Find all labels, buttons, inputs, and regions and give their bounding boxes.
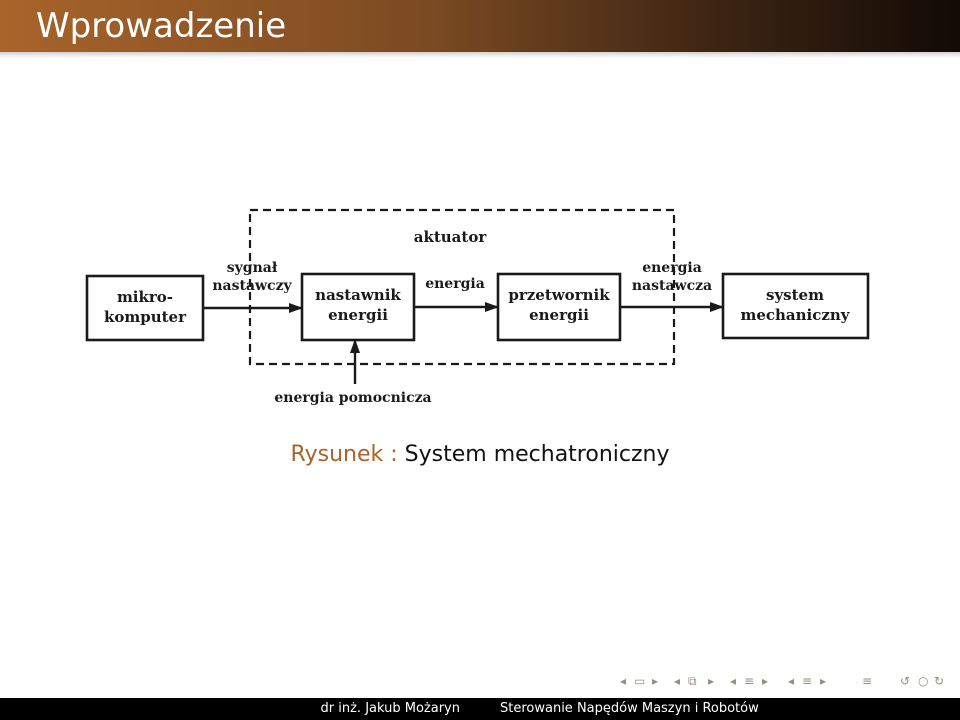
title-bar-shadow bbox=[0, 52, 960, 58]
system-box bbox=[721, 272, 870, 340]
nav-subsection-icon[interactable]: ≡ bbox=[744, 674, 755, 688]
caption-label: Rysunek : bbox=[290, 442, 398, 467]
caption-text: System mechatroniczny bbox=[404, 442, 670, 467]
beamer-navigation: ◂ ▭ ▸ ◂ ⧉ ▸ ◂ ≡ ▸ ◂ ≡ ▸ ≡ ↺ ○ ↻ bbox=[620, 674, 952, 694]
nav-prev-icon[interactable]: ◂ bbox=[730, 674, 737, 688]
sygnal-label-1: sygnał bbox=[227, 260, 278, 276]
nastawnik-label-1: nastawnik bbox=[315, 286, 401, 304]
mikrokomputer-label-1: mikro- bbox=[117, 288, 173, 306]
figure-caption: Rysunek : System mechatroniczny bbox=[0, 442, 960, 467]
nav-next-icon[interactable]: ▸ bbox=[762, 674, 769, 688]
footer-course: Sterowanie Napędów Maszyn i Robotów bbox=[500, 701, 759, 716]
nav-search-icon[interactable]: ○ bbox=[918, 674, 929, 688]
nav-section-icon[interactable]: ⧉ bbox=[688, 674, 697, 688]
system-label-2: mechaniczny bbox=[740, 306, 850, 324]
nav-frame-icon[interactable]: ▭ bbox=[634, 674, 646, 688]
przetwornik-box bbox=[496, 272, 622, 342]
slide-title: Wprowadzenie bbox=[36, 6, 287, 46]
nav-prev-icon[interactable]: ◂ bbox=[674, 674, 681, 688]
nastawnik-label-2: energii bbox=[328, 306, 388, 324]
energia-nastawcza-label-2: nastawcza bbox=[632, 278, 712, 294]
nav-next-icon[interactable]: ▸ bbox=[652, 674, 659, 688]
mechatronic-system-diagram: mikro- komputer nastawnik energii przetw… bbox=[82, 200, 874, 414]
nav-subsection-icon[interactable]: ≡ bbox=[802, 674, 813, 688]
mikrokomputer-label-2: komputer bbox=[104, 308, 187, 326]
title-bar: Wprowadzenie bbox=[0, 0, 960, 58]
energia-label: energia bbox=[425, 276, 485, 292]
nav-prev-icon[interactable]: ◂ bbox=[620, 674, 627, 688]
nav-undo-icon[interactable]: ↺ bbox=[900, 674, 911, 688]
actuator-boundary bbox=[248, 208, 676, 366]
energia-pomocnicza-label: energia pomocnicza bbox=[274, 390, 431, 406]
przetwornik-label-1: przetwornik bbox=[508, 286, 610, 304]
przetwornik-label-2: energii bbox=[529, 306, 589, 324]
footer-bar: dr inż. Jakub Możaryn Sterowanie Napędów… bbox=[0, 698, 960, 720]
aktuator-label: aktuator bbox=[414, 228, 488, 246]
nav-next-icon[interactable]: ▸ bbox=[820, 674, 827, 688]
footer-author: dr inż. Jakub Możaryn bbox=[320, 701, 460, 716]
nav-prev-icon[interactable]: ◂ bbox=[788, 674, 795, 688]
nav-redo-icon[interactable]: ↻ bbox=[934, 674, 945, 688]
nav-next-icon[interactable]: ▸ bbox=[708, 674, 715, 688]
footer-author-section: dr inż. Jakub Możaryn bbox=[0, 698, 480, 720]
sygnal-label-2: nastawczy bbox=[212, 278, 292, 294]
energia-nastawcza-label-1: energia bbox=[642, 260, 702, 276]
system-label-1: system bbox=[766, 286, 824, 304]
nav-align-icon[interactable]: ≡ bbox=[862, 674, 873, 688]
